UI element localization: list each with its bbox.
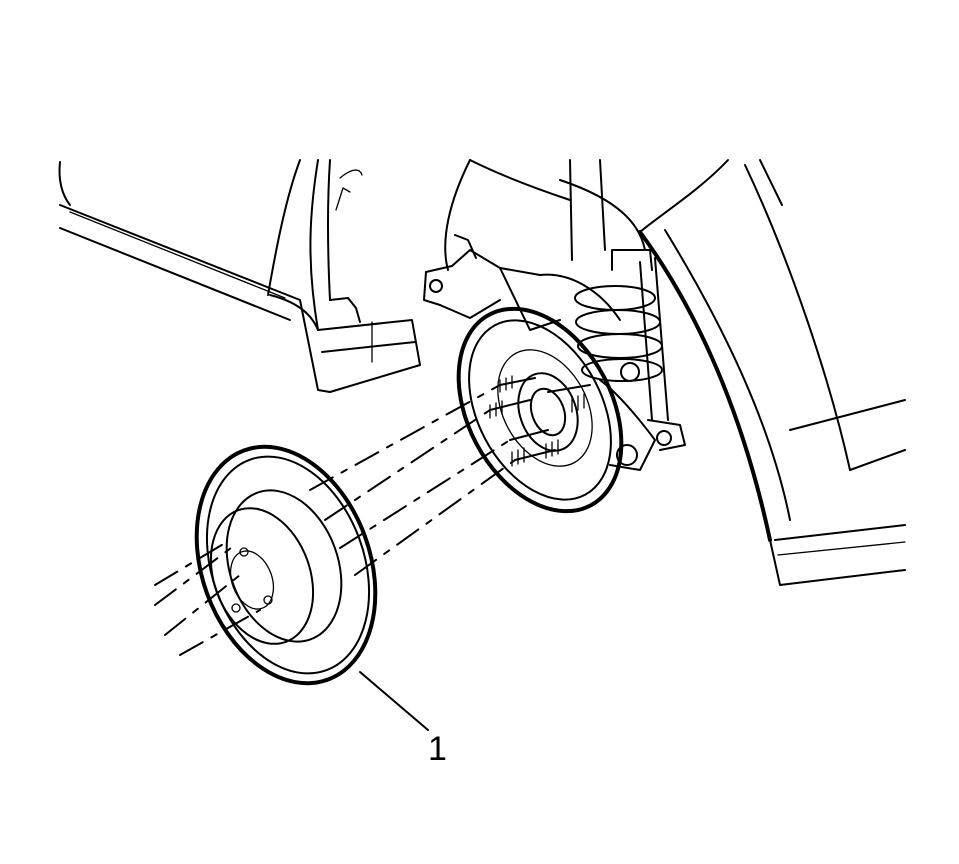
callout-1: 1 [359, 671, 447, 768]
fender-wheel-arch [638, 159, 906, 586]
callout-number: 1 [428, 730, 447, 768]
leader-line [359, 671, 429, 731]
installation-guide-lines [154, 384, 516, 656]
brake-backing-plate [456, 306, 624, 514]
vehicle-body-rocker-panel [58, 159, 421, 393]
brake-rotor [194, 444, 378, 686]
wheel-hub-with-studs [489, 372, 591, 467]
coil-spring-strut [574, 249, 686, 451]
inner-fender-wheel-well [444, 159, 646, 271]
